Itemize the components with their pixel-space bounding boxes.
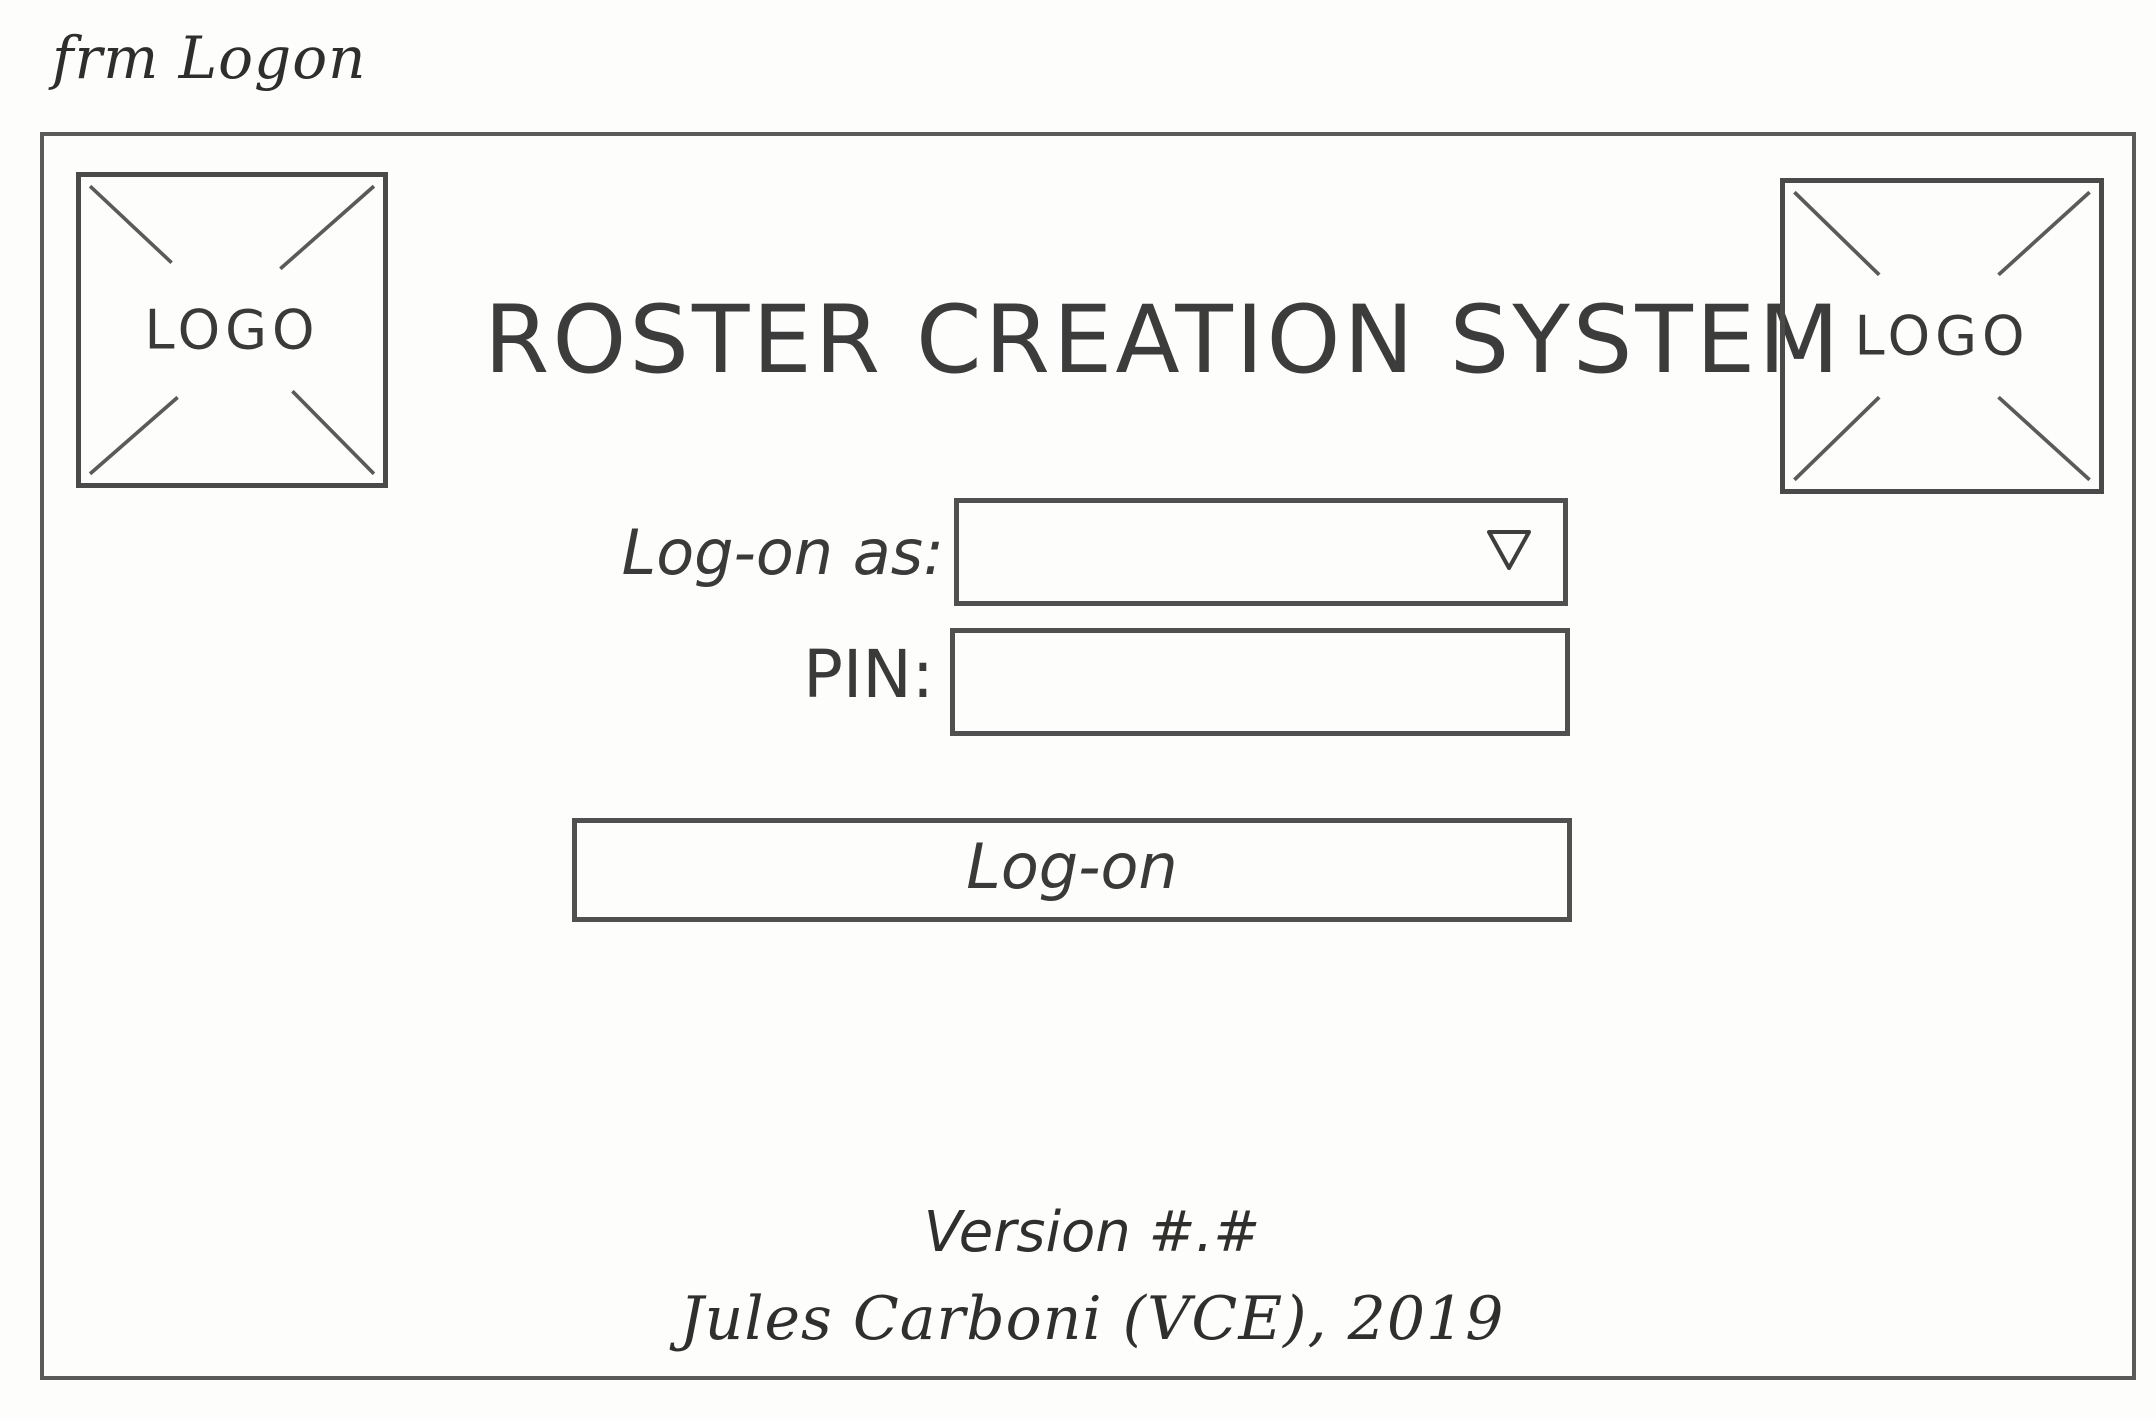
logon-as-dropdown[interactable] <box>954 498 1568 606</box>
left-logo-placeholder: LOGO <box>76 172 388 488</box>
logon-button[interactable]: Log-on <box>572 818 1572 922</box>
right-logo-label: LOGO <box>1854 304 2030 368</box>
pin-label: PIN: <box>803 636 934 713</box>
version-label: Version #.# <box>923 1200 1261 1265</box>
form-name-label: frm Logon <box>52 24 367 92</box>
image-placeholder-icon <box>1793 190 2091 482</box>
pin-input[interactable] <box>950 628 1570 736</box>
left-logo-label: LOGO <box>144 298 320 362</box>
credit-label: Jules Carboni (VCE), 2019 <box>679 1284 1505 1354</box>
right-logo-placeholder: LOGO <box>1780 178 2104 494</box>
image-placeholder-icon <box>88 184 376 476</box>
logon-as-label: Log-on as: <box>621 516 944 589</box>
triangle-down-icon[interactable] <box>1486 528 1532 572</box>
logon-window: LOGO ROSTER CREATION SYSTEM LOGO Log-on … <box>40 132 2136 1380</box>
app-title: ROSTER CREATION SYSTEM <box>484 286 1843 395</box>
